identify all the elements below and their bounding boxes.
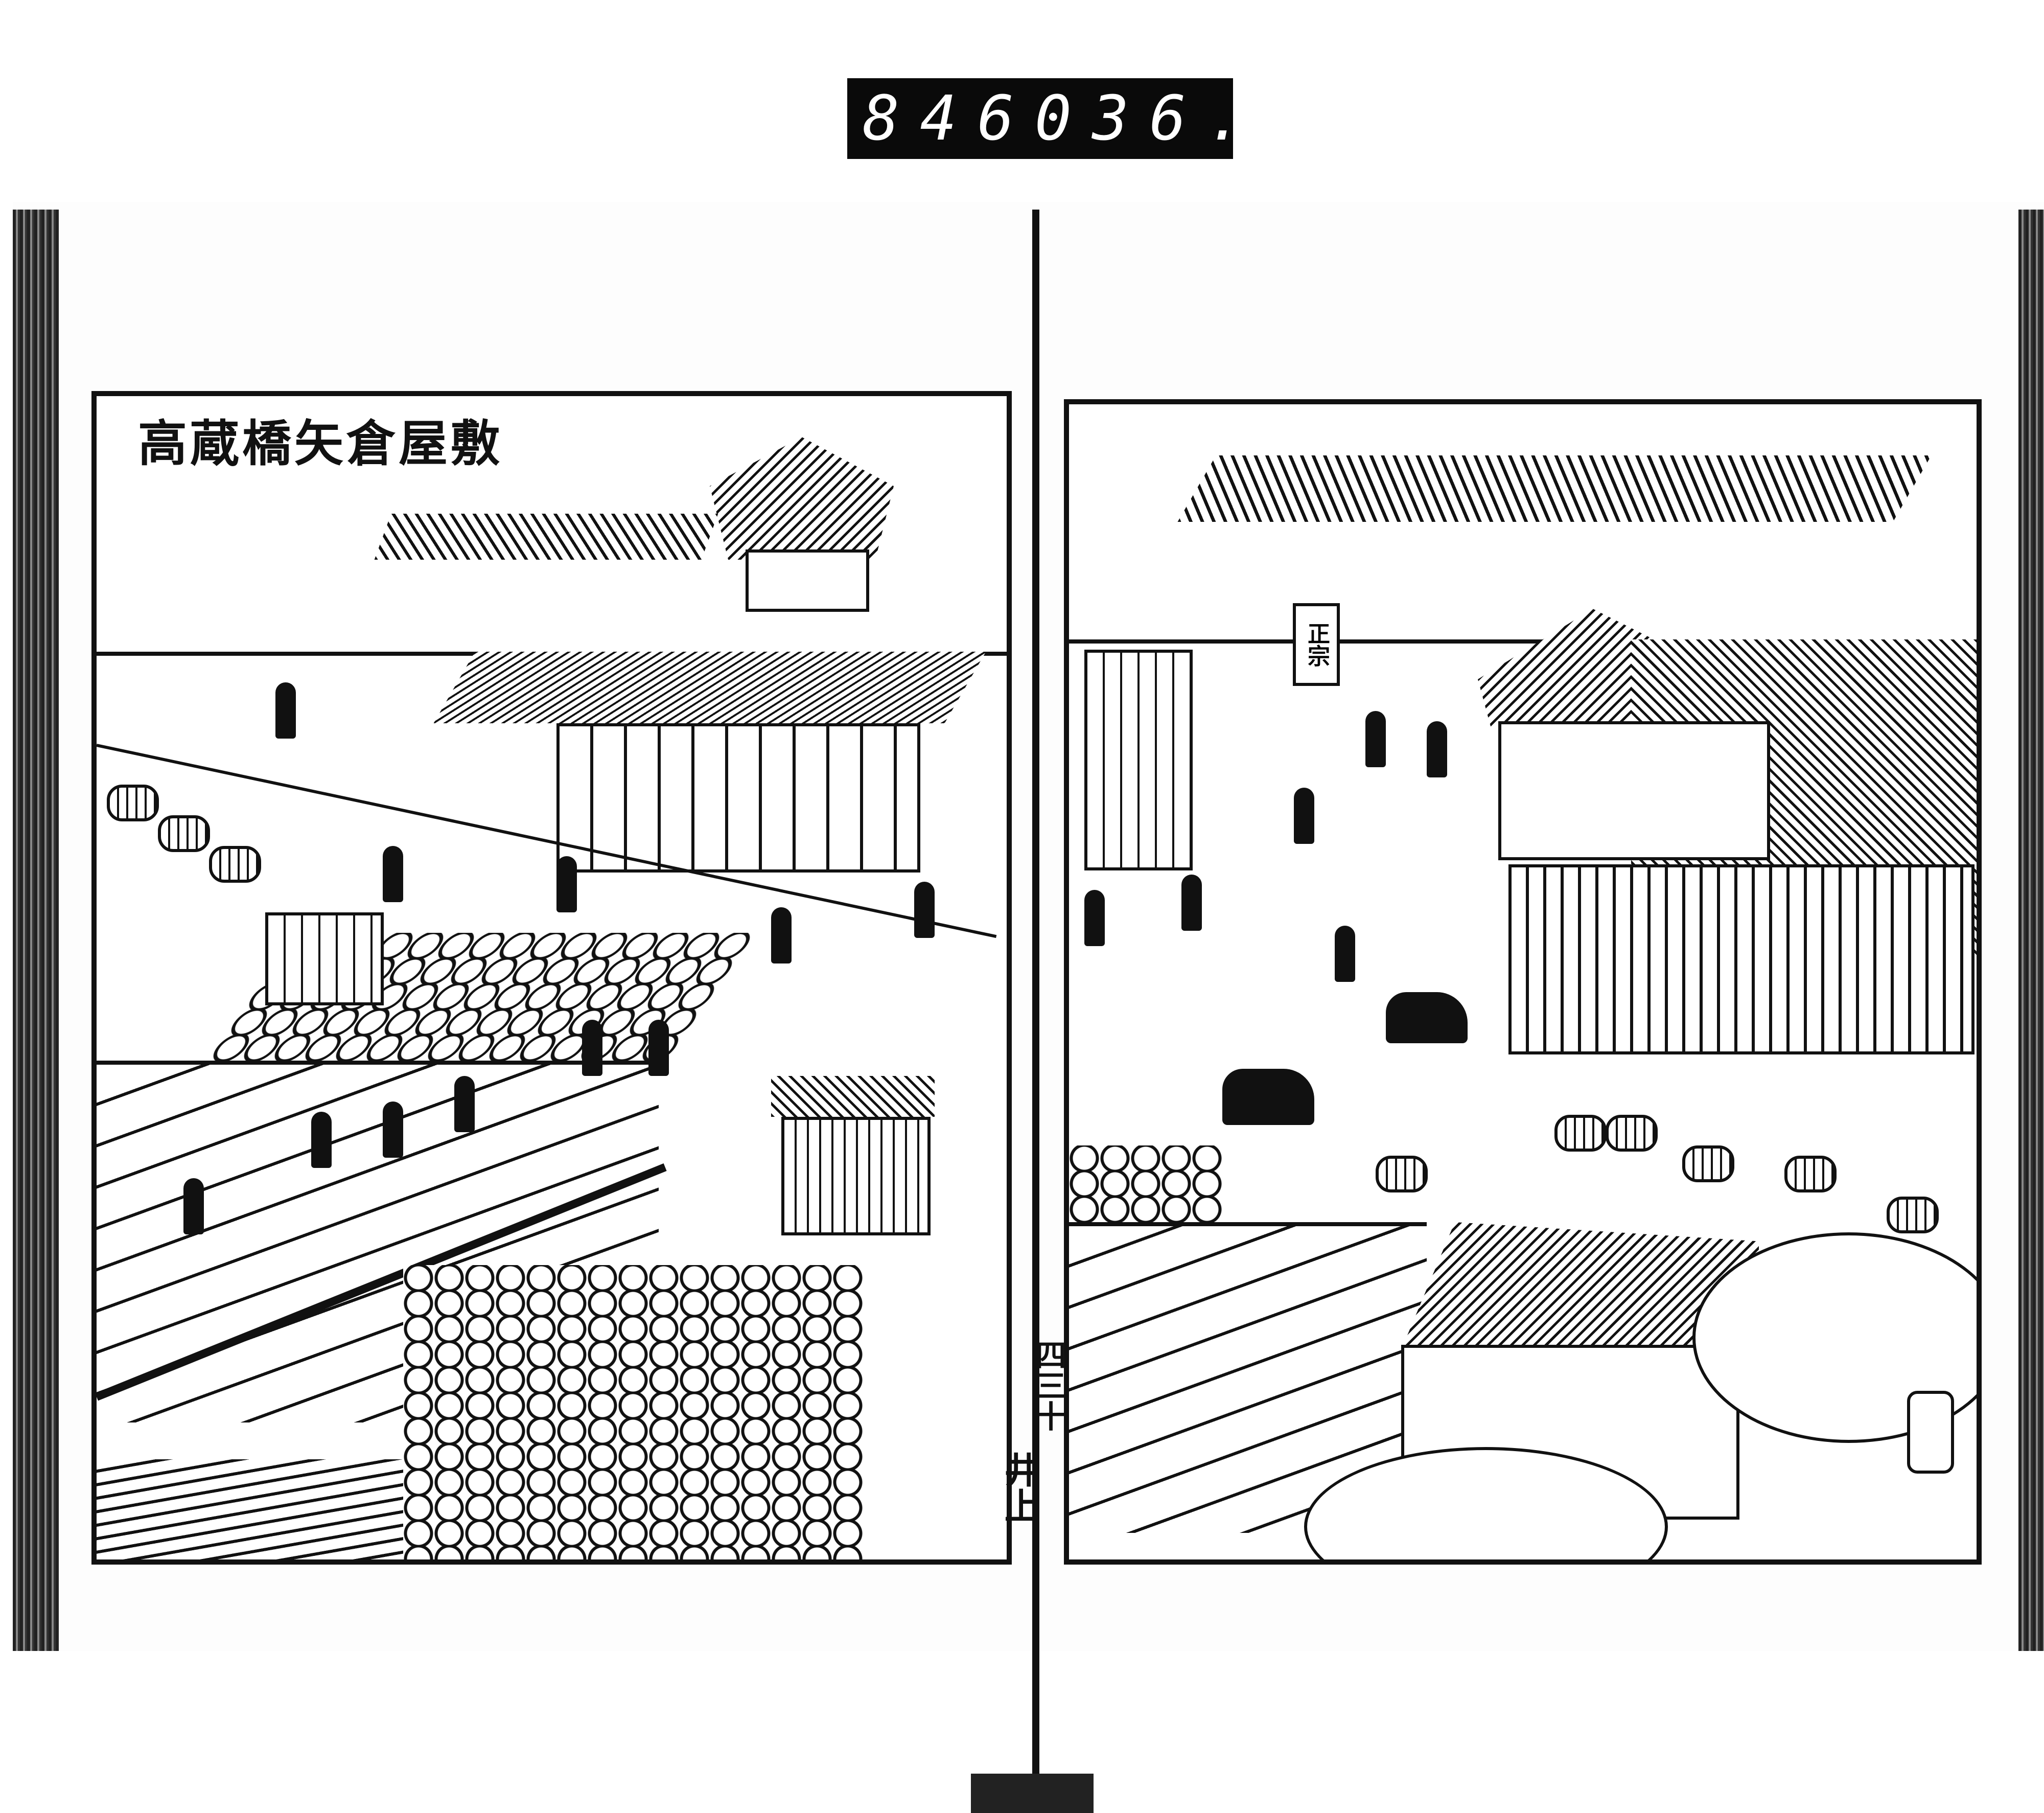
catalog-number-left: 846 — [863, 83, 1035, 154]
stone-embankment — [403, 1265, 863, 1559]
horse — [1386, 992, 1468, 1043]
left-illustration-panel — [91, 391, 1012, 1565]
storehouse-door — [1084, 650, 1193, 870]
right-illustration-panel — [1064, 399, 1982, 1565]
person-figure — [1365, 711, 1386, 767]
distant-town — [1177, 455, 1932, 522]
warehouse-front — [1508, 864, 1975, 1054]
gate-tower-wall — [746, 549, 869, 612]
rice-bale — [209, 846, 261, 883]
person-figure — [183, 1178, 204, 1234]
person-figure — [556, 856, 577, 912]
left-page-edge — [13, 210, 59, 1651]
person-figure — [648, 1020, 669, 1076]
book-spine-line — [1032, 210, 1039, 1799]
guard-house-roof — [771, 1076, 935, 1117]
person-figure — [1335, 926, 1355, 982]
rice-bale — [1784, 1156, 1837, 1192]
warehouse-wall — [1498, 721, 1770, 860]
rice-bale — [1606, 1115, 1658, 1152]
rice-bale — [1682, 1145, 1734, 1182]
right-page-edge — [2018, 210, 2044, 1651]
horizon-line — [1069, 639, 1977, 644]
spine-clip — [971, 1774, 1094, 1813]
person-figure — [311, 1112, 332, 1168]
rice-bale — [158, 815, 210, 852]
catalog-number-label: 846 036. — [847, 78, 1244, 159]
river-water — [97, 1459, 403, 1559]
rice-bale — [107, 785, 159, 821]
person-figure — [771, 907, 792, 963]
person-figure — [275, 682, 296, 739]
person-figure — [454, 1076, 475, 1132]
person-figure — [914, 882, 935, 938]
person-figure — [1294, 788, 1314, 844]
rice-bale — [1554, 1115, 1607, 1152]
illustration-title: 高蔵橋矢倉屋敷 — [138, 415, 503, 472]
person-figure — [383, 1101, 403, 1158]
rice-bale — [1887, 1197, 1939, 1233]
person-figure — [1084, 890, 1105, 946]
shop-signboard: 正宗 — [1293, 603, 1340, 686]
shop-front — [556, 723, 920, 873]
person-figure — [383, 846, 403, 902]
person-figure — [1427, 721, 1447, 777]
gate-tower-roof — [710, 437, 894, 560]
catalog-number-right: 036. — [1034, 83, 1264, 154]
person-figure — [582, 1020, 602, 1076]
folio-number: 四三十 — [1030, 1339, 1066, 1431]
rice-bale — [1376, 1156, 1428, 1192]
publisher-seal — [1907, 1391, 1954, 1474]
distant-roofs — [374, 514, 718, 560]
guard-house — [781, 1117, 931, 1235]
palanquin-booth — [265, 912, 384, 1005]
shop-roof — [433, 652, 986, 723]
person-figure — [1181, 875, 1202, 931]
horse — [1222, 1069, 1314, 1125]
